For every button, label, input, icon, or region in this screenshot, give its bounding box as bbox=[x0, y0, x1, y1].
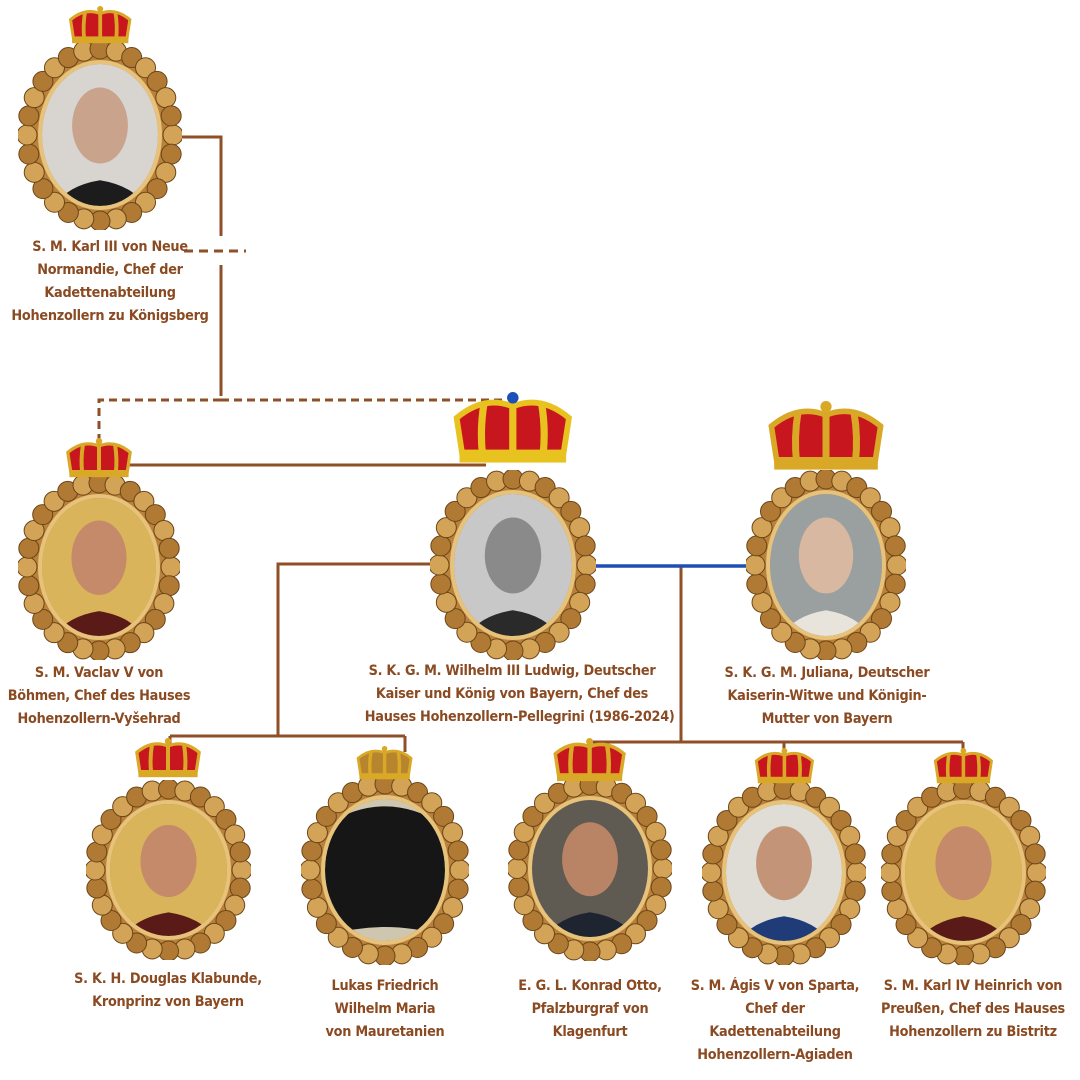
portrait-photo bbox=[904, 803, 1022, 941]
name-line: Klagenfurt bbox=[552, 1024, 628, 1040]
name-line: Kaiser und König von Bayern, Chef des bbox=[375, 686, 649, 702]
portrait-photo bbox=[532, 799, 648, 937]
connector-dashed-vaclav bbox=[97, 398, 502, 446]
portrait-frame bbox=[18, 474, 180, 660]
portrait-frame bbox=[508, 775, 672, 961]
name-line: Hauses Hohenzollern-Pellegrini (1986-202… bbox=[364, 709, 675, 725]
person-name-label: S. K. G. M. Wilhelm III Ludwig, Deutsche… bbox=[364, 660, 675, 729]
name-line: Böhmen, Chef des Hauses bbox=[7, 688, 191, 704]
name-line: S. K. G. M. Juliana, Deutscher bbox=[724, 665, 930, 681]
crown-icon bbox=[553, 738, 627, 782]
name-line: S. M. Ágis V von Sparta, bbox=[690, 978, 860, 994]
name-line: Preußen, Chef des Hauses bbox=[881, 1001, 1065, 1017]
crown-icon bbox=[357, 746, 413, 780]
name-line: S. K. G. M. Wilhelm III Ludwig, Deutsche… bbox=[368, 663, 656, 679]
name-line: von Mauretanien bbox=[325, 1024, 445, 1040]
name-line: Kaiserin-Witwe und Königin- bbox=[727, 688, 927, 704]
crown-icon bbox=[68, 6, 132, 44]
name-line: E. G. L. Konrad Otto, bbox=[518, 978, 662, 994]
portrait-photo bbox=[454, 494, 572, 636]
crown-icon bbox=[453, 392, 573, 463]
name-line: Normandie, Chef der bbox=[37, 262, 183, 278]
name-line: Kronprinz von Bayern bbox=[92, 994, 244, 1010]
portrait-photo bbox=[109, 804, 227, 936]
portrait-frame bbox=[746, 470, 906, 660]
portrait-photo bbox=[770, 494, 882, 636]
name-line: Kadettenabteilung bbox=[44, 285, 176, 301]
connector-karl-iii bbox=[182, 135, 223, 396]
connector-wilhelm-children-left bbox=[168, 562, 432, 752]
name-line: Kadettenabteilung bbox=[709, 1024, 841, 1040]
name-line: S. M. Karl IV Heinrich von bbox=[883, 978, 1063, 994]
portrait-photo bbox=[42, 498, 156, 636]
portrait-frame bbox=[301, 775, 469, 965]
name-line: S. M. Karl III von Neue bbox=[32, 239, 188, 255]
crown-icon bbox=[135, 738, 201, 778]
crown-icon bbox=[754, 748, 814, 784]
name-line: Chef der bbox=[745, 1001, 805, 1017]
name-line: Hohenzollern zu Bistritz bbox=[889, 1024, 1057, 1040]
portrait-photo bbox=[42, 64, 158, 206]
crown-icon bbox=[933, 748, 993, 784]
name-line: Lukas Friedrich bbox=[331, 978, 439, 994]
portrait-frame bbox=[430, 470, 596, 660]
portrait-frame bbox=[702, 779, 866, 965]
portrait-frame bbox=[85, 780, 251, 960]
portrait-frame bbox=[880, 779, 1046, 965]
name-line: Pfalzburgraf von bbox=[531, 1001, 649, 1017]
name-line: Mutter von Bayern bbox=[761, 711, 893, 727]
name-line: Hohenzollern zu Königsberg bbox=[11, 308, 209, 324]
portrait-photo bbox=[325, 799, 445, 941]
name-line: Wilhelm Maria bbox=[334, 1001, 436, 1017]
portrait-frame bbox=[18, 40, 182, 230]
name-line: Hohenzollern-Vyšehrad bbox=[17, 711, 181, 727]
person-name-label: S. K. H. Douglas Klabunde, Kronprinz von … bbox=[21, 968, 315, 1014]
portrait-photo bbox=[726, 803, 842, 941]
name-line: Hohenzollern-Agiaden bbox=[697, 1047, 853, 1063]
name-line: S. M. Vaclav V von bbox=[34, 665, 164, 681]
crown-icon bbox=[768, 401, 884, 470]
name-line: S. K. H. Douglas Klabunde, bbox=[74, 971, 262, 987]
crown-icon bbox=[66, 438, 132, 478]
